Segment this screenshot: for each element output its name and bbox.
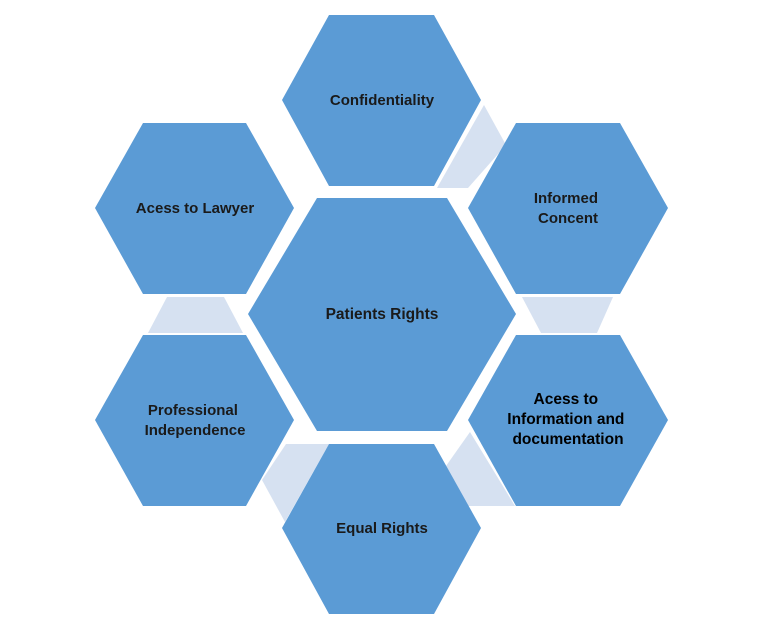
label-informed-concent: Informed Concent xyxy=(534,190,602,227)
hexagon-acess-to-lawyer xyxy=(95,123,294,294)
label-professional-independence: Professional Independence xyxy=(145,402,246,439)
hexagon-professional-independence xyxy=(95,335,294,506)
center-label: Patients Rights xyxy=(326,306,439,323)
label-acess-to-lawyer: Acess to Lawyer xyxy=(136,200,255,217)
label-equal-rights: Equal Rights xyxy=(336,520,428,537)
hexagon-informed-concent xyxy=(468,123,668,294)
hexagon-confidentiality xyxy=(282,15,481,186)
hexagon-information-documentation xyxy=(468,335,668,506)
hexagon-patients-rights xyxy=(248,198,516,431)
label-information-documentation: Acess to Information and documentation xyxy=(507,391,628,448)
hexagon-equal-rights xyxy=(282,444,481,614)
connector-information-equal xyxy=(446,432,515,506)
connector-professional-lawyer xyxy=(148,297,243,333)
connector-informed-information xyxy=(522,297,613,333)
connector-confidentiality-informed xyxy=(437,105,506,188)
label-confidentiality: Confidentiality xyxy=(330,92,435,109)
connector-equal-professional xyxy=(262,444,329,522)
